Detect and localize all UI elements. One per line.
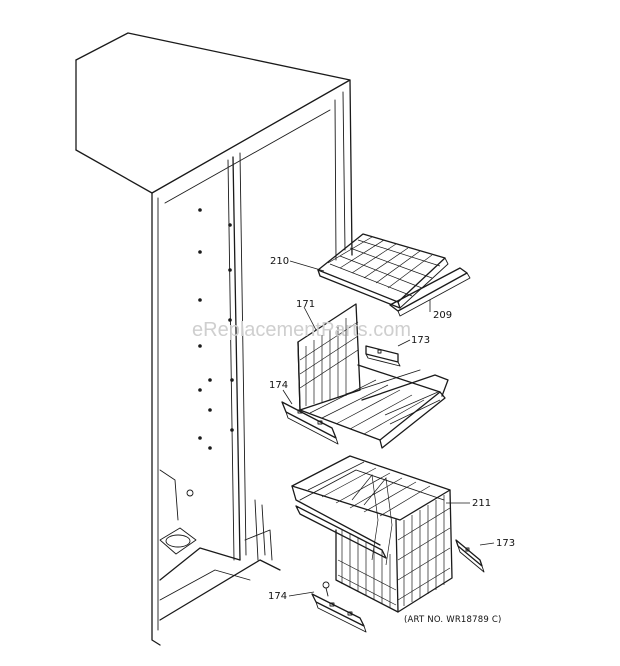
watermark-text: eReplacementParts.com xyxy=(192,319,411,341)
wire-shelf-210[interactable] xyxy=(317,233,449,309)
upper-basket-171[interactable] xyxy=(297,303,449,449)
callout-174-lower: 174 xyxy=(268,591,287,602)
art-number: (ART NO. WR18789 C) xyxy=(404,615,502,625)
callout-173-upper: 173 xyxy=(411,335,430,346)
callout-174-upper: 174 xyxy=(269,380,288,391)
basket-slide-173-lower[interactable] xyxy=(455,539,485,573)
lower-basket-211[interactable] xyxy=(291,455,453,613)
callout-173-lower: 173 xyxy=(496,538,515,549)
callouts: 210 209 171 173 174 211 173 174 (ART NO.… xyxy=(268,256,515,625)
basket-slide-173-upper[interactable] xyxy=(365,345,401,367)
basket-slide-174-lower[interactable] xyxy=(311,581,367,633)
shelf-trim-209[interactable] xyxy=(389,267,471,317)
callout-171: 171 xyxy=(296,299,315,310)
refrigerator-cabinet xyxy=(75,32,353,646)
callout-210: 210 xyxy=(270,256,289,267)
callout-211: 211 xyxy=(472,498,491,509)
callout-209: 209 xyxy=(433,310,452,321)
shelf-support-holes xyxy=(186,208,234,497)
basket-slide-174-upper[interactable] xyxy=(281,401,339,445)
